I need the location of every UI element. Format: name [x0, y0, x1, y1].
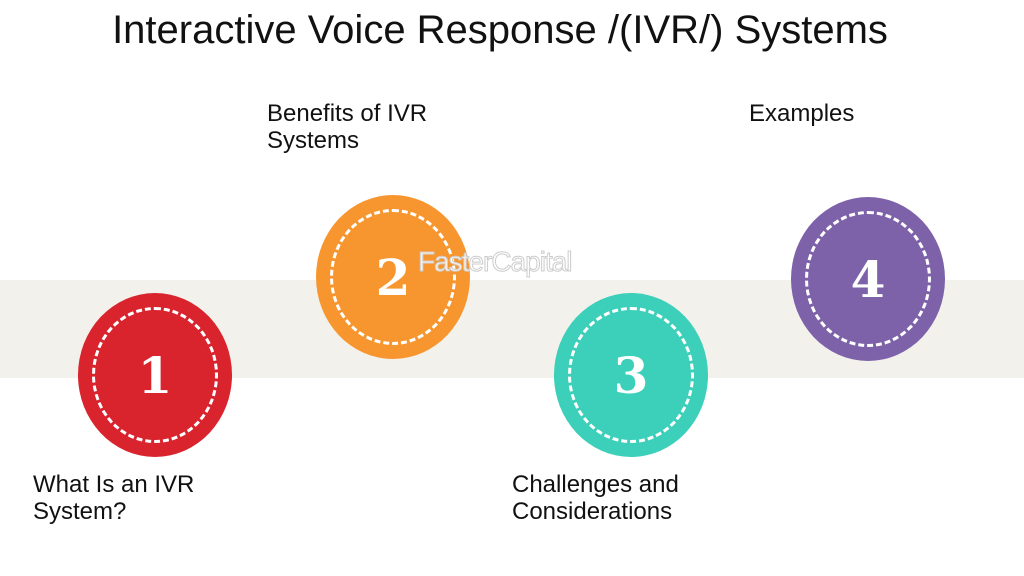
step-3-circle: 3 [554, 293, 708, 457]
step-number: 3 [613, 345, 649, 405]
step-4-circle: 4 [791, 197, 945, 361]
step-number: 1 [137, 345, 173, 405]
step-1-label: What Is an IVR System? [33, 471, 195, 525]
step-number: 2 [375, 247, 411, 307]
step-4-label: Examples [749, 100, 855, 127]
page-title: Interactive Voice Response /(IVR/) Syste… [112, 8, 888, 52]
step-3-label: Challenges and Considerations [512, 471, 679, 525]
watermark: FasterCapital [418, 246, 574, 278]
step-2-label: Benefits of IVR Systems [267, 100, 428, 154]
step-2-circle: 2 [316, 195, 470, 359]
step-number: 4 [850, 249, 886, 309]
step-1-circle: 1 [78, 293, 232, 457]
